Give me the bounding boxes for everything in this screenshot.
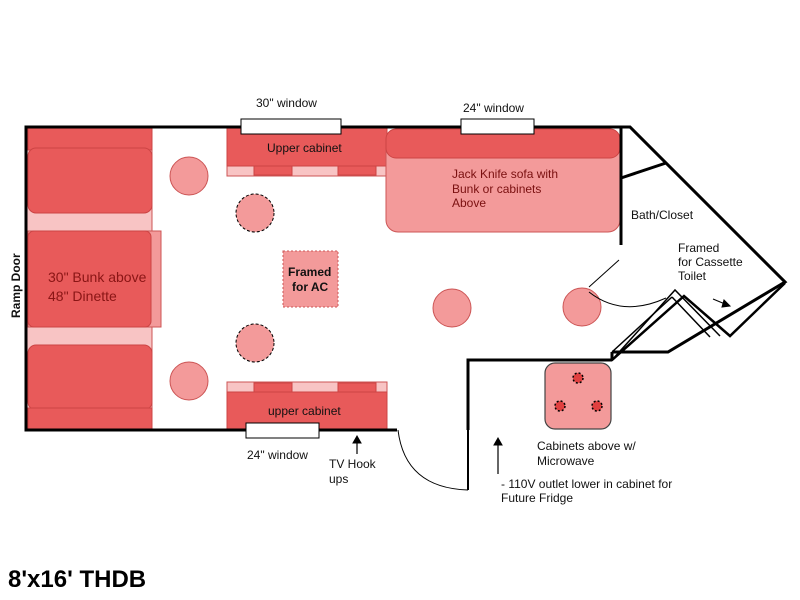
window-24-top xyxy=(460,118,535,135)
tv-hookups-label-2: ups xyxy=(329,472,348,486)
bunk-label-1: 30" Bunk above xyxy=(48,269,147,285)
burner-icon xyxy=(554,372,603,412)
galley-wall xyxy=(466,282,786,430)
dashed-circles xyxy=(235,193,275,363)
ramp-door-label: Ramp Door xyxy=(9,253,23,318)
framed-toilet-label-3: Toilet xyxy=(678,269,707,283)
sofa-label-2: Bunk or cabinets xyxy=(452,182,541,196)
sofa-label-3: Above xyxy=(452,196,486,210)
tv-hookups-label-1: TV Hook xyxy=(329,457,377,471)
upper-cabinet-bottom-label: upper cabinet xyxy=(268,404,341,418)
dinette-seat-top xyxy=(27,127,153,151)
arrow-up-icon xyxy=(493,436,503,474)
framed-ac-label-2: for AC xyxy=(292,280,329,294)
framed-toilet-label-2: for Cassette xyxy=(678,255,743,269)
entry-door xyxy=(397,429,469,491)
window-30-top-label: 30" window xyxy=(256,96,317,110)
window-24-bottom xyxy=(245,422,320,439)
window-24-top-label: 24" window xyxy=(463,101,524,115)
bath-partition xyxy=(588,127,667,308)
outlet-label-2: Future Fridge xyxy=(501,491,573,505)
bath-closet-label: Bath/Closet xyxy=(631,208,694,222)
framed-toilet-label-1: Framed xyxy=(678,241,719,255)
page-title: 8'x16' THDB xyxy=(8,566,147,593)
dinette-table-inner xyxy=(27,230,152,328)
upper-cabinet-top-handle-2 xyxy=(337,165,377,176)
cabinets-label-1: Cabinets above w/ xyxy=(537,439,636,453)
cabinets-label-2: Microwave xyxy=(537,454,595,468)
cooktop xyxy=(544,362,612,430)
dinette-cushion-1 xyxy=(27,147,153,214)
sofa-label-1: Jack Knife sofa with xyxy=(452,167,558,181)
upper-cabinet-bottom-handle-1 xyxy=(253,382,293,393)
bunk-label-2: 48" Dinette xyxy=(48,288,117,304)
window-30-top xyxy=(240,118,342,135)
dinette-cushion-2 xyxy=(27,344,153,411)
framed-ac-label-1: Framed xyxy=(288,265,331,279)
window-24-bottom-label: 24" window xyxy=(247,448,308,462)
outlet-label-1: - 110V outlet lower in cabinet for xyxy=(501,477,672,491)
arrow-right-icon xyxy=(712,298,732,308)
solid-circles xyxy=(169,156,602,401)
dinette-seat-bottom xyxy=(27,407,153,431)
upper-cabinet-top-label: Upper cabinet xyxy=(267,141,342,155)
upper-cabinet-bottom-handle-2 xyxy=(337,382,377,393)
arrow-up-icon xyxy=(352,434,362,454)
upper-cabinet-top-handle-1 xyxy=(253,165,293,176)
ac-frame xyxy=(282,250,339,308)
